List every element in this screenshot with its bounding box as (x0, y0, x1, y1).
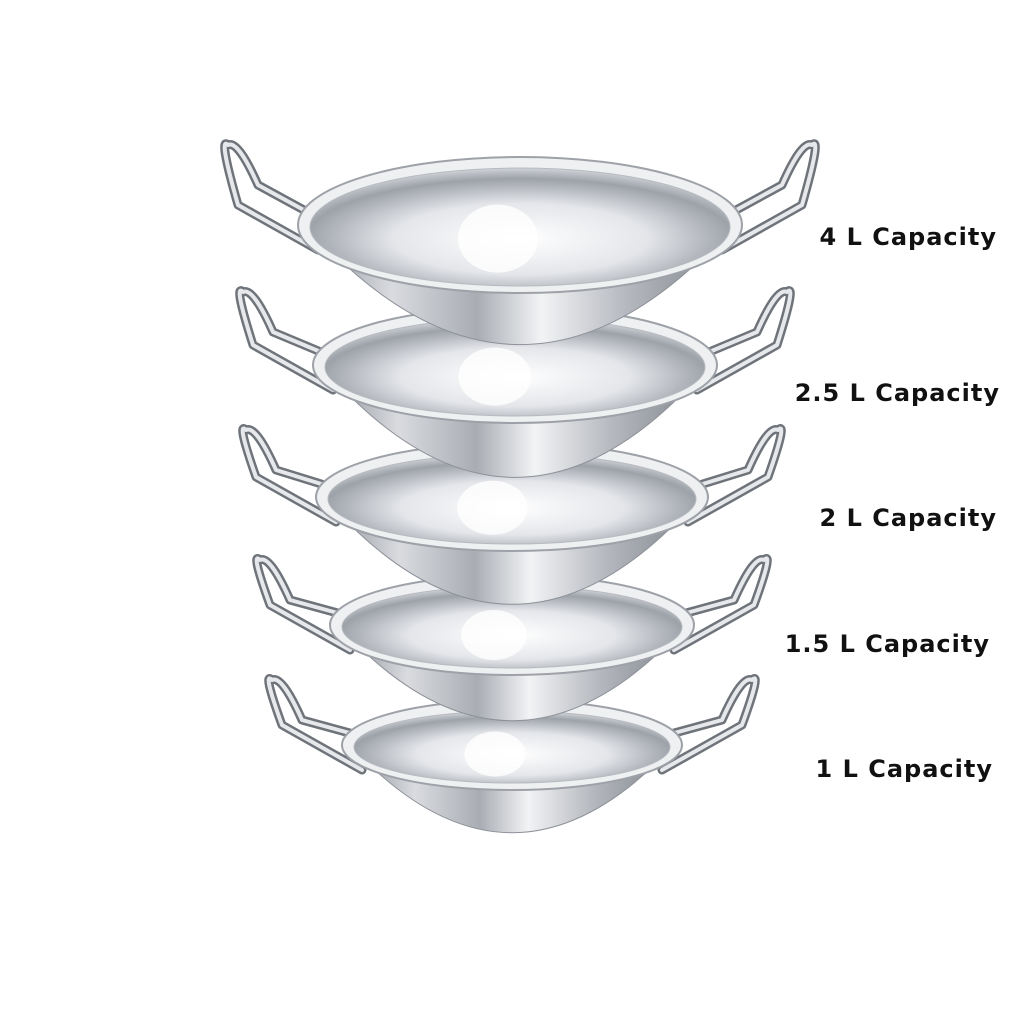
right-handle-highlight (672, 556, 770, 652)
bowl-reflection (457, 204, 538, 273)
right-handle-highlight (660, 676, 758, 772)
capacity-label-2-5l: 2.5 L Capacity (794, 379, 1000, 407)
left-handle-highlight (254, 556, 352, 652)
bowl-reflection (457, 480, 528, 535)
bowl-reflection (464, 731, 526, 777)
capacity-label-1-5l: 1.5 L Capacity (784, 630, 990, 658)
capacity-label-2l: 2 L Capacity (819, 504, 997, 532)
right-handle-highlight (686, 426, 784, 524)
left-handle-highlight (266, 676, 364, 772)
kadhai-bowl (264, 674, 760, 834)
left-handle-highlight (237, 288, 335, 392)
bowl-reflection (458, 347, 532, 406)
kadhai-bowl (235, 286, 795, 478)
kadhai-bowl (252, 554, 772, 722)
kadhai-bowl (220, 139, 820, 346)
right-handle-highlight (695, 288, 793, 392)
left-handle-highlight (222, 141, 320, 252)
capacity-label-1l: 1 L Capacity (815, 755, 993, 783)
capacity-label-4l: 4 L Capacity (819, 223, 997, 251)
right-handle-highlight (720, 141, 818, 252)
bowl-reflection (461, 610, 527, 660)
left-handle-highlight (240, 426, 338, 524)
